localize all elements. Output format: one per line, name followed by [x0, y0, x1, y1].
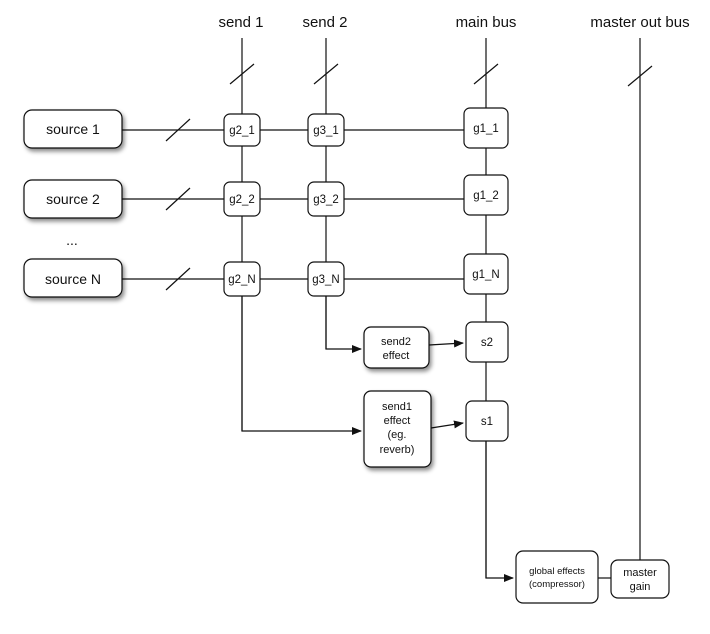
gain-node-label: g1_1 — [473, 123, 499, 135]
main-gain-node: g1_N — [463, 253, 509, 295]
source-label: source 2 — [46, 191, 100, 207]
main-gain-node: g1_1 — [463, 107, 509, 149]
send2-gain-node: g3_1 — [307, 113, 345, 147]
source-label: source 1 — [46, 121, 100, 137]
gain-node-label: g3_N — [312, 274, 340, 286]
send2-effect-node: send2 effect — [363, 326, 430, 369]
master-gain-label: master — [623, 567, 657, 579]
send2-gain-node: g3_N — [307, 261, 345, 297]
gain-node-label: g1_2 — [473, 190, 499, 202]
master-out-bus-label: master out bus — [590, 14, 689, 31]
source-node: source N — [23, 258, 123, 298]
effect-label-line: reverb) — [380, 444, 415, 456]
effect-label-line: (eg. — [388, 429, 407, 441]
source-node: source 2 — [23, 179, 123, 219]
sources-ellipsis: ... — [66, 232, 78, 248]
send1-to-effect-arrow — [241, 296, 362, 435]
send1-gain-node: g2_N — [223, 261, 261, 297]
send2-to-effect-arrow — [325, 296, 362, 353]
gain-node-label: g2_1 — [229, 125, 255, 137]
bus-width-slash — [627, 65, 653, 87]
s2-label: s2 — [481, 337, 493, 349]
master-gain-label: gain — [630, 581, 651, 593]
gain-node-label: g1_N — [472, 269, 500, 281]
bus-width-slash — [473, 63, 499, 85]
send2-bus-label: send 2 — [302, 14, 347, 31]
effect-label-line: effect — [384, 415, 411, 427]
main-to-global-effects-arrow — [485, 441, 514, 582]
gain-node-label: g2_N — [228, 274, 256, 286]
send1-bus-label: send 1 — [218, 14, 263, 31]
send1-gain-node: g2_1 — [223, 113, 261, 147]
bus-width-slash — [313, 63, 339, 85]
send1-effect-node: send1 effect (eg. reverb) — [363, 390, 432, 468]
send1-gain-node: g2_2 — [223, 181, 261, 217]
main-gain-node: g1_2 — [463, 174, 509, 216]
gain-node-label: g2_2 — [229, 194, 255, 206]
s2-node: s2 — [465, 321, 509, 363]
s1-node: s1 — [465, 400, 509, 442]
gain-node-label: g3_2 — [313, 194, 339, 206]
row-width-slash — [165, 267, 191, 291]
row-width-slash — [165, 118, 191, 142]
global-effects-label: (compressor) — [529, 579, 585, 590]
s1-label: s1 — [481, 416, 493, 428]
source-label: source N — [45, 271, 101, 287]
effect-label-line: effect — [383, 350, 410, 362]
row-width-slash — [165, 187, 191, 211]
send2-effect-to-s2-arrow — [428, 339, 464, 348]
main-bus-label: main bus — [456, 14, 517, 31]
gain-node-label: g3_1 — [313, 125, 339, 137]
global-effects-label: global effects — [529, 566, 585, 577]
send1-effect-to-s1-arrow — [430, 420, 464, 429]
master-gain-node: master gain — [610, 559, 670, 599]
source-node: source 1 — [23, 109, 123, 149]
send2-gain-node: g3_2 — [307, 181, 345, 217]
effect-label-line: send1 — [382, 401, 412, 413]
bus-width-slash — [229, 63, 255, 85]
global-effects-node: global effects (compressor) — [515, 550, 599, 604]
effect-label-line: send2 — [381, 336, 411, 348]
